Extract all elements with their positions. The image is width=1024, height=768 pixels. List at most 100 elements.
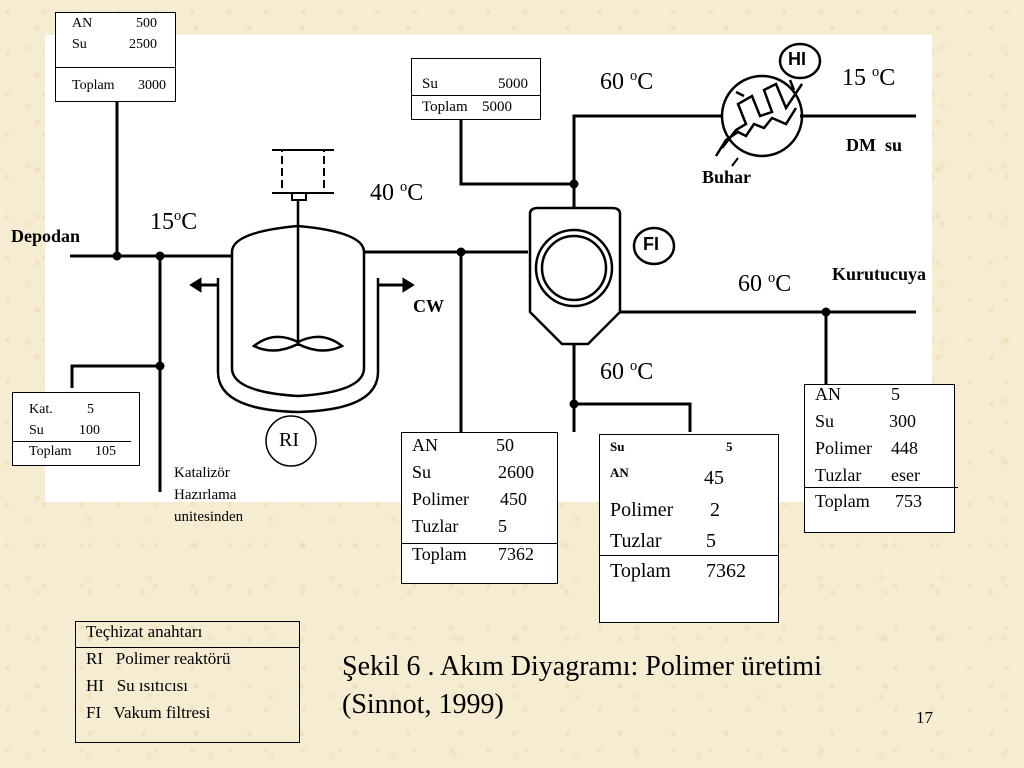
hi-tag-circle [778, 42, 822, 80]
cw-out-arrow-head [189, 277, 202, 293]
fi-tag-label: FI [643, 234, 659, 254]
component-name: Su [815, 411, 835, 431]
total-value: 753 [895, 491, 922, 511]
reactor-ri [216, 149, 380, 414]
component-name: Su [610, 439, 625, 454]
valve-node [155, 361, 165, 371]
legend-item: RI Polimer reaktörü [86, 649, 231, 668]
component-value: 5 [87, 402, 94, 417]
legend-title: Teçhizat anahtarı [86, 622, 203, 641]
component-value: 5 [891, 384, 900, 404]
valve-node [456, 247, 466, 257]
component-name: Tuzlar [815, 465, 862, 485]
component-value: 500 [136, 16, 157, 31]
steam-line [731, 157, 739, 167]
catalyst-source-label: Katalizör Hazırlama unitesinden [174, 462, 243, 528]
temperature-inlet: 15oC [150, 208, 198, 235]
component-name: Su [29, 423, 44, 438]
component-name: Kat. [29, 402, 53, 417]
valve-node [821, 307, 831, 317]
component-value: eser [891, 465, 920, 485]
reactor-outlet-stream-box: AN 50 Su 2600 Polimer 450 Tuzlar 5 Toplam 736… [401, 432, 558, 584]
component-name: Polimer [815, 438, 872, 458]
ri-tag-label: RI [279, 429, 299, 451]
caption-line: (Sinnot, 1999) [342, 689, 504, 720]
legend-item: HI Su ısıtıcısı [86, 676, 189, 695]
dm-water-label: DM su [846, 135, 903, 155]
total-label: Toplam [422, 99, 468, 115]
component-value: 450 [500, 489, 527, 509]
total-label: Toplam [29, 444, 72, 459]
component-name: AN [610, 465, 629, 480]
to-dryer-label: Kurutucuya [832, 264, 927, 284]
component-name: AN [815, 384, 841, 404]
component-value: 5000 [498, 76, 528, 92]
component-value: 300 [889, 411, 916, 431]
component-name: AN [412, 435, 438, 455]
hi-tag-label: HI [788, 49, 806, 69]
source-label-depodan: Depodan [11, 226, 81, 246]
temperature-filtrate: 60 oC [600, 358, 654, 385]
hot-water-line [572, 114, 722, 208]
valve-node [112, 251, 122, 261]
cooling-water-label: CW [413, 296, 444, 316]
catalyst-source-line: Hazırlama [174, 487, 237, 503]
water-stream-box: Su 5000 Toplam 5000 [411, 58, 541, 120]
fi-tag-circle [632, 226, 676, 266]
equipment-legend: Teçhizat anahtarı RI Polimer reaktörü HI… [75, 621, 300, 743]
dryer-stream-box: AN 5 Su 300 Polimer 448 Tuzlar eser Toplam 75… [804, 384, 958, 533]
caption-line: Şekil 6 . Akım Diyagramı: Polimer üretim… [342, 651, 822, 682]
total-value: 5000 [482, 99, 512, 115]
page-number: 17 [916, 708, 933, 727]
component-name: Polimer [412, 489, 469, 509]
component-name: Su [72, 37, 87, 52]
steam-label: Buhar [702, 167, 752, 187]
total-label: Toplam [412, 544, 467, 564]
total-value: 7362 [498, 544, 534, 564]
component-value: 2600 [498, 462, 534, 482]
catalyst-box-line [70, 364, 160, 388]
valve-node [155, 251, 165, 261]
component-value: 45 [704, 467, 724, 489]
catalyst-source-line: Katalizör [174, 465, 230, 481]
temperature-reactor-outlet: 40 oC [370, 179, 424, 206]
component-value: 2 [710, 499, 720, 521]
component-name: Su [422, 76, 438, 92]
filtrate-stream-box: Su 5 AN 45 Polimer 2 Tuzlar 5 Toplam 7362 [599, 434, 779, 623]
component-name: Tuzlar [412, 516, 459, 536]
component-name: Su [412, 462, 432, 482]
water-box-line [459, 117, 576, 208]
component-name: Polimer [610, 499, 674, 521]
total-label: Toplam [72, 78, 115, 93]
total-label: Toplam [610, 560, 671, 582]
component-value: 50 [496, 435, 514, 455]
catalyst-stream-box: Kat. 5 Su 100 Toplam 105 [12, 392, 140, 466]
catalyst-source-line: unitesinden [174, 509, 244, 525]
figure-caption: Şekil 6 . Akım Diyagramı: Polimer üretim… [342, 648, 822, 724]
feed-stream-box: AN 500 Su 2500 Toplam 3000 [55, 12, 176, 102]
total-value: 105 [95, 444, 116, 459]
total-label: Toplam [815, 491, 870, 511]
component-name: Tuzlar [610, 530, 662, 552]
vacuum-filter-fi [528, 206, 622, 346]
temperature-dm-water: 15 oC [842, 64, 896, 91]
valve-node [569, 399, 579, 409]
component-value: 5 [706, 530, 716, 552]
component-value: 100 [79, 423, 100, 438]
temperature-dryer-line: 60 oC [738, 270, 792, 297]
valve-node [569, 179, 579, 189]
ri-tag-circle [265, 415, 317, 467]
component-value: 2500 [129, 37, 157, 52]
component-value: 5 [726, 439, 733, 454]
component-value: 448 [891, 438, 918, 458]
component-name: AN [72, 16, 93, 31]
total-value: 3000 [138, 78, 166, 93]
filtrate-branch [574, 402, 692, 432]
cw-in-arrow-head [402, 277, 415, 293]
water-heater-hi [714, 74, 804, 158]
temperature-water-inlet: 60 oC [600, 68, 654, 95]
component-value: 5 [498, 516, 507, 536]
total-value: 7362 [706, 560, 746, 582]
